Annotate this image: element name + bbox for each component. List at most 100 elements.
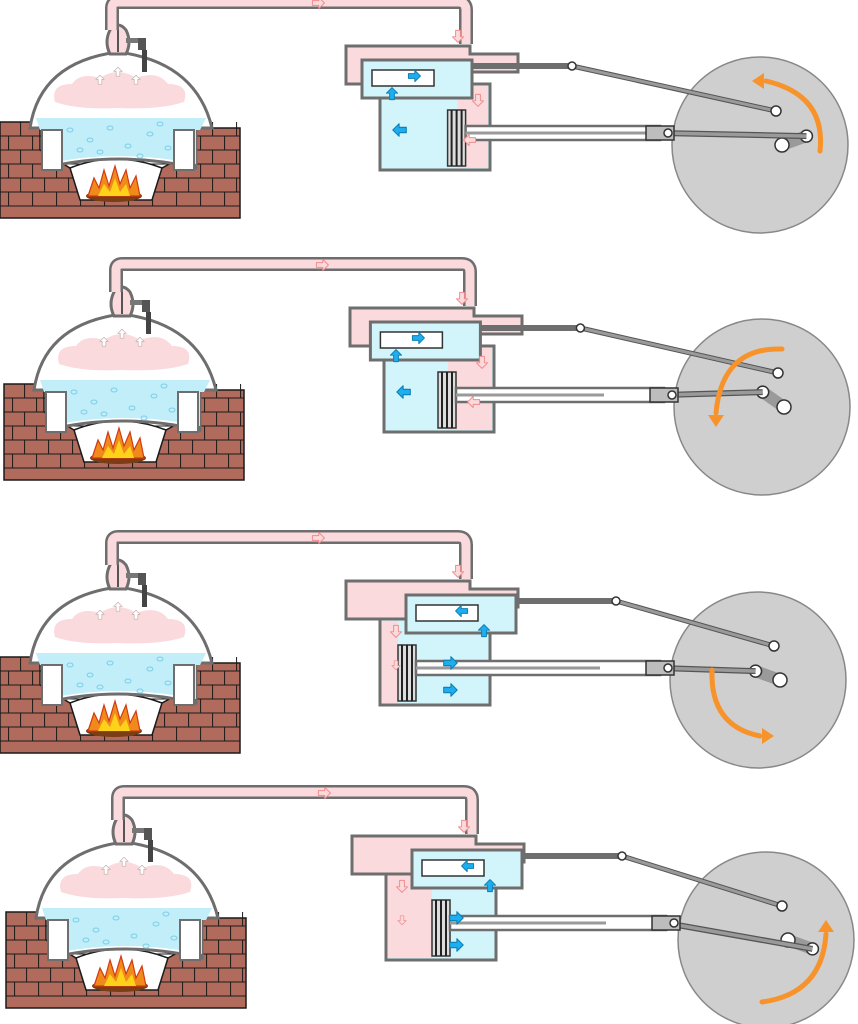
steam-flow-arrow <box>395 879 409 893</box>
boiler-icon <box>34 813 220 961</box>
water-bubble <box>130 933 138 939</box>
slide-valve-icon <box>410 848 622 890</box>
exhaust-arrow <box>443 656 458 670</box>
steam-pipe-icon <box>111 785 479 834</box>
throttle-valve-icon <box>132 828 153 862</box>
water-bubble <box>124 678 132 684</box>
throttle-valve-icon <box>130 300 151 334</box>
water-bubble <box>96 149 104 155</box>
steam-rise-arrow <box>95 609 105 620</box>
fire-icon <box>92 953 148 992</box>
boiler-icon <box>28 23 214 171</box>
steam-flow-arrow <box>467 395 481 409</box>
piston-icon <box>437 371 666 429</box>
steam-cloud <box>60 862 192 899</box>
boiler-water <box>42 908 212 954</box>
steam-flow-arrow <box>471 93 485 107</box>
water-bubble <box>76 682 84 688</box>
water-bubble <box>86 137 94 143</box>
exhaust-arrow <box>477 624 491 638</box>
valve-rod-joint <box>567 61 577 71</box>
water-bubble <box>70 389 78 395</box>
water-bubble <box>76 147 84 153</box>
steam-rise-arrow <box>135 336 145 347</box>
flywheel-icon <box>575 318 851 496</box>
steam-flow-arrow <box>389 624 403 638</box>
fire-icon <box>90 425 146 464</box>
water-bubble <box>100 411 108 417</box>
exhaust-arrow <box>411 331 425 345</box>
water-bubble <box>160 383 168 389</box>
water-bubble <box>90 399 98 405</box>
steam-flow-arrow <box>391 660 401 671</box>
water-bubble <box>142 943 150 949</box>
flywheel-icon <box>617 851 855 1024</box>
water-bubble <box>136 153 144 159</box>
engine-panel-3 <box>0 530 847 769</box>
boiler-water <box>36 653 206 699</box>
eccentric-joint <box>776 900 788 912</box>
water-bubble <box>164 145 172 151</box>
water-bubble <box>128 405 136 411</box>
exhaust-arrow <box>483 879 497 893</box>
water-bubble <box>106 660 114 666</box>
water-bubble <box>110 387 118 393</box>
exhaust-arrow <box>385 87 399 101</box>
water-bubble <box>106 125 114 131</box>
exhaust-arrow <box>389 349 403 363</box>
steam-cloud <box>58 334 190 371</box>
throttle-valve-icon <box>126 573 147 607</box>
water-bubble <box>124 143 132 149</box>
cylinder-icon <box>344 579 662 707</box>
crank-hub <box>772 672 788 688</box>
steam-flow-arrow <box>475 355 489 369</box>
water-bubble <box>168 407 176 413</box>
exhaust-arrow <box>461 859 475 873</box>
water-bubble <box>146 666 154 672</box>
water-bubble <box>66 127 74 133</box>
furnace <box>0 121 241 219</box>
boiler-water <box>40 380 210 426</box>
steam-rise-arrow <box>131 609 141 620</box>
steam-rise-arrow <box>119 856 129 867</box>
fire-icon <box>86 698 142 737</box>
crank-hub <box>776 399 792 415</box>
eccentric-joint <box>772 367 784 379</box>
steam-rise-arrow <box>99 336 109 347</box>
water-bubble <box>170 935 178 941</box>
cylinder-icon <box>350 834 668 962</box>
piston-icon <box>446 109 662 167</box>
water-bubble <box>150 393 158 399</box>
steam-rise-arrow <box>137 864 147 875</box>
water-bubble <box>164 680 172 686</box>
crank-hub <box>774 137 790 153</box>
water-bubble <box>156 121 164 127</box>
fire-icon <box>86 163 142 202</box>
water-bubble <box>72 917 80 923</box>
engine-panel-2 <box>3 257 851 496</box>
water-bubble <box>92 927 100 933</box>
engine-panel-1 <box>0 0 849 234</box>
exhaust-arrow <box>443 683 458 697</box>
water-bubble <box>102 939 110 945</box>
water-bubble <box>66 662 74 668</box>
water-bubble <box>162 911 170 917</box>
steam-flow-arrow <box>317 786 331 800</box>
rotation-arrow-icon <box>708 346 785 427</box>
engine-panel-4 <box>5 785 855 1024</box>
water-bubble <box>152 921 160 927</box>
water-bubble <box>80 409 88 415</box>
steam-filled-space <box>382 621 398 703</box>
steam-filled-space <box>388 876 432 958</box>
slide-valve-icon <box>368 320 581 362</box>
furnace <box>5 911 247 1009</box>
steam-pipe-icon <box>105 0 473 44</box>
steam-cloud <box>54 72 186 109</box>
furnace <box>3 383 245 481</box>
eccentric-joint <box>768 640 780 652</box>
steam-rise-arrow <box>117 328 127 339</box>
steam-rise-arrow <box>131 74 141 85</box>
slide-valve-icon <box>360 58 572 100</box>
eccentric-joint <box>770 105 782 117</box>
